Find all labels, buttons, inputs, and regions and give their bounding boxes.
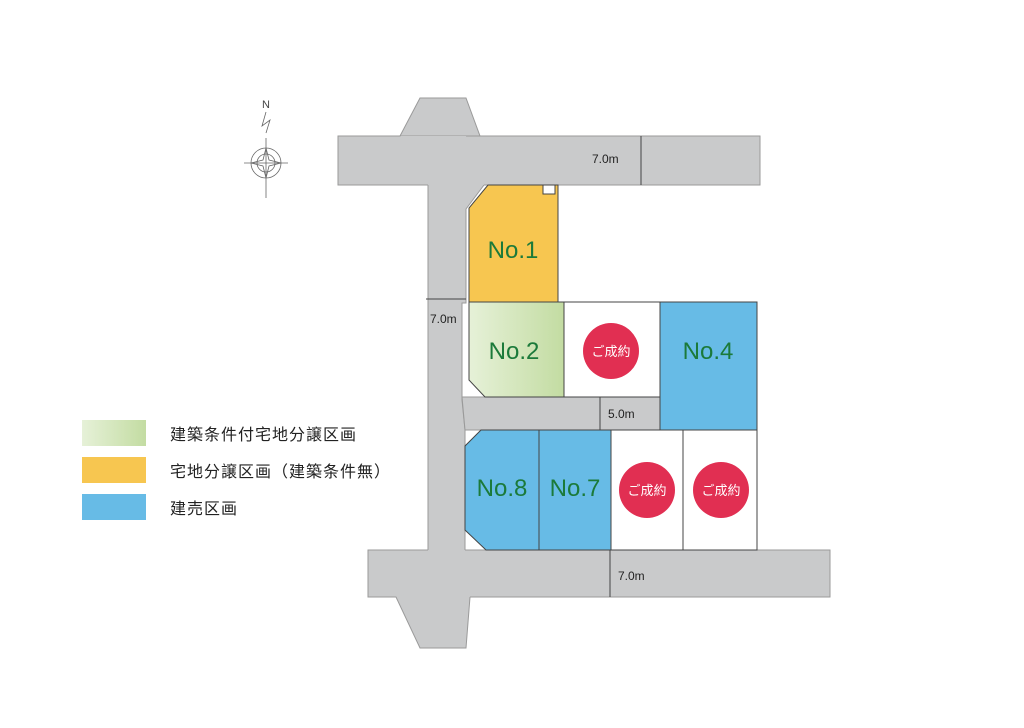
lot-label-no2: No.2 [489,338,540,365]
inner-road [461,396,694,431]
legend-label-green: 建築条件付宅地分譲区画 [170,425,358,444]
left-road-curve-bottom [396,550,470,597]
sold-label-lot5: ご成約 [701,483,740,499]
legend-swatch-green [82,420,146,446]
sold-badges: ご成約 ご成約 ご成約 [583,323,749,518]
road-dimensions [426,136,642,597]
sold-badge-lot5 [693,462,749,518]
legend-item-yellow: 宅地分譲区画（建築条件無） [82,456,391,484]
road-dimension-labels: 7.0m 7.0m 5.0m 7.0m [430,152,645,583]
legend-label-blue: 建売区画 [170,499,239,518]
north-label: N [262,99,270,111]
bottom-road-width: 7.0m [618,569,645,583]
lot-label-no1: No.1 [488,237,539,264]
legend-swatch-blue [82,494,146,520]
legend-item-blue: 建売区画 [82,493,238,521]
compass: N [244,99,288,198]
legend-label-yellow: 宅地分譲区画（建築条件無） [170,462,392,481]
inner-road-width: 5.0m [608,407,635,421]
lot-no1-marker [542,184,556,195]
legend-swatch-yellow [82,457,146,483]
lot-no2[interactable] [468,301,565,398]
lot-no4[interactable] [659,301,758,431]
compass-star [250,147,282,179]
left-road-width: 7.0m [430,312,457,326]
roads [337,97,831,649]
lot-label-no8: No.8 [477,475,528,502]
top-road-width: 7.0m [592,152,619,166]
lot-no7[interactable] [538,429,612,551]
lot-label-no4: No.4 [683,338,734,365]
left-road-curve-top [400,136,484,185]
sold-badge-lot3 [583,323,639,379]
north-arrow-icon [261,111,271,134]
lot-label-no7: No.7 [550,475,601,502]
legend-item-green: 建築条件付宅地分譲区画 [82,419,357,447]
lot-labels: No.1 No.2 No.4 No.8 No.7 [477,237,734,502]
sold-badge-lot6 [619,462,675,518]
compass-rose-inner [256,153,276,173]
top-road-extension [399,97,481,137]
sold-label-lot3: ご成約 [591,344,630,360]
sold-label-lot6: ご成約 [627,483,666,499]
top-road [337,135,831,649]
